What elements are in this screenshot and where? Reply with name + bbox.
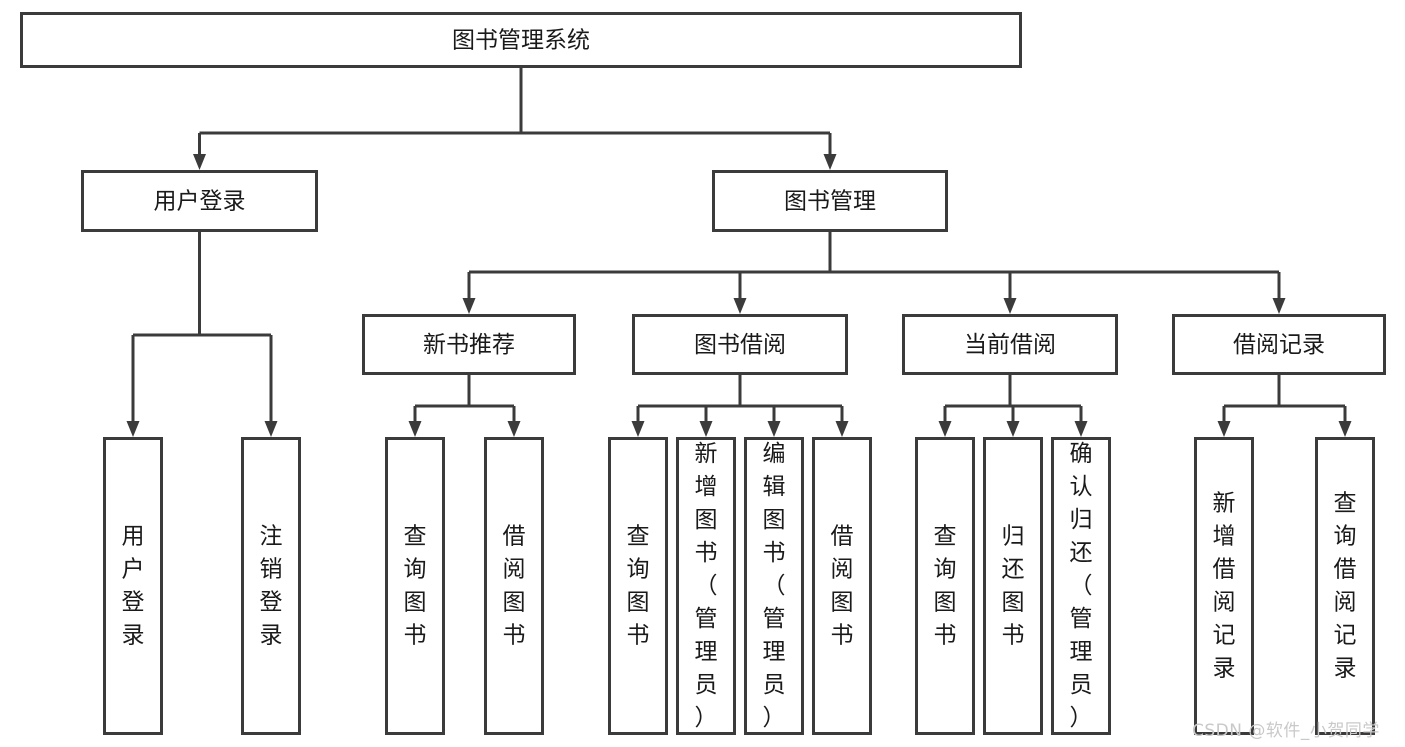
node-label-current: 当前借阅: [964, 332, 1056, 358]
node-newbook[interactable]: 新书推荐: [362, 314, 576, 375]
connector-group-borrow: [631, 375, 849, 437]
node-leaf-newbook-borrow[interactable]: 借阅图书: [484, 437, 544, 735]
node-box-leaf-record-query: [1315, 437, 1375, 735]
node-box-leaf-current-confirm: [1051, 437, 1111, 735]
node-label-leaf-current-query: 查询图书: [934, 523, 957, 648]
node-label-leaf-record-add: 新增借阅记录: [1213, 490, 1236, 681]
node-box-records: [1172, 314, 1386, 375]
node-label-leaf-borrow-add: 新增图书（管理员）: [695, 441, 718, 731]
node-leaf-current-return[interactable]: 归还图书: [983, 437, 1043, 735]
node-label-leaf-current-return: 归还图书: [1002, 523, 1025, 648]
node-label-root: 图书管理系统: [452, 28, 590, 54]
node-label-leaf-newbook-query: 查询图书: [404, 523, 427, 648]
node-box-leaf-current-return: [983, 437, 1043, 735]
node-box-borrow: [632, 314, 848, 375]
node-leaf-current-query[interactable]: 查询图书: [915, 437, 975, 735]
node-box-current: [902, 314, 1118, 375]
node-root[interactable]: 图书管理系统: [20, 12, 1022, 68]
node-label-leaf-borrow-query: 查询图书: [627, 523, 650, 648]
connectors-layer: [126, 68, 1352, 437]
connector-group-records: [1217, 375, 1352, 437]
node-records[interactable]: 借阅记录: [1172, 314, 1386, 375]
node-leaf-borrow-add[interactable]: 新增图书（管理员）: [676, 437, 736, 735]
node-box-leaf-newbook-borrow: [484, 437, 544, 735]
node-leaf-newbook-query[interactable]: 查询图书: [385, 437, 445, 735]
node-leaf-borrow-lend[interactable]: 借阅图书: [812, 437, 872, 735]
node-label-records: 借阅记录: [1233, 332, 1325, 358]
node-label-leaf-borrow-lend: 借阅图书: [831, 523, 854, 648]
node-label-bookmgmt: 图书管理: [784, 189, 876, 215]
node-label-newbook: 新书推荐: [423, 332, 515, 358]
node-label-leaf-record-query: 查询借阅记录: [1334, 490, 1357, 681]
node-leaf-borrow-query[interactable]: 查询图书: [608, 437, 668, 735]
node-box-leaf-record-add: [1194, 437, 1254, 735]
node-box-leaf-borrow-add: [676, 437, 736, 735]
connector-group-current: [938, 375, 1088, 437]
node-box-leaf-borrow-query: [608, 437, 668, 735]
node-label-leaf-user-logout: 注销登录: [260, 523, 283, 648]
node-box-leaf-borrow-edit: [744, 437, 804, 735]
connector-group-root: [193, 68, 837, 170]
node-label-borrow: 图书借阅: [694, 332, 786, 358]
node-box-leaf-borrow-lend: [812, 437, 872, 735]
connector-group-login: [126, 232, 278, 437]
node-leaf-borrow-edit[interactable]: 编辑图书（管理员）: [744, 437, 804, 735]
node-box-leaf-newbook-query: [385, 437, 445, 735]
node-leaf-user-login[interactable]: 用户登录: [103, 437, 163, 735]
node-leaf-record-add[interactable]: 新增借阅记录: [1194, 437, 1254, 735]
node-label-leaf-user-login: 用户登录: [122, 523, 145, 648]
node-box-bookmgmt: [712, 170, 948, 232]
node-label-leaf-borrow-edit: 编辑图书（管理员）: [763, 441, 786, 731]
node-leaf-user-logout[interactable]: 注销登录: [241, 437, 301, 735]
nodes-layer: 图书管理系统用户登录图书管理新书推荐图书借阅当前借阅借阅记录用户登录注销登录查询…: [20, 12, 1386, 735]
node-box-newbook: [362, 314, 576, 375]
node-leaf-record-query[interactable]: 查询借阅记录: [1315, 437, 1375, 735]
node-label-leaf-current-confirm: 确认归还（管理员）: [1070, 441, 1093, 731]
node-borrow[interactable]: 图书借阅: [632, 314, 848, 375]
node-box-leaf-user-login: [103, 437, 163, 735]
node-leaf-current-confirm[interactable]: 确认归还（管理员）: [1051, 437, 1111, 735]
node-label-leaf-newbook-borrow: 借阅图书: [503, 523, 526, 648]
node-login[interactable]: 用户登录: [81, 170, 318, 232]
connector-group-newbook: [408, 375, 521, 437]
csdn-watermark: CSDN @软件_小贺同学: [1192, 721, 1380, 741]
node-box-root: [20, 12, 1022, 68]
node-box-login: [81, 170, 318, 232]
node-bookmgmt[interactable]: 图书管理: [712, 170, 948, 232]
node-label-login: 用户登录: [154, 189, 246, 215]
node-box-leaf-current-query: [915, 437, 975, 735]
node-box-leaf-user-logout: [241, 437, 301, 735]
node-current[interactable]: 当前借阅: [902, 314, 1118, 375]
connector-group-bookmgmt: [462, 232, 1286, 314]
